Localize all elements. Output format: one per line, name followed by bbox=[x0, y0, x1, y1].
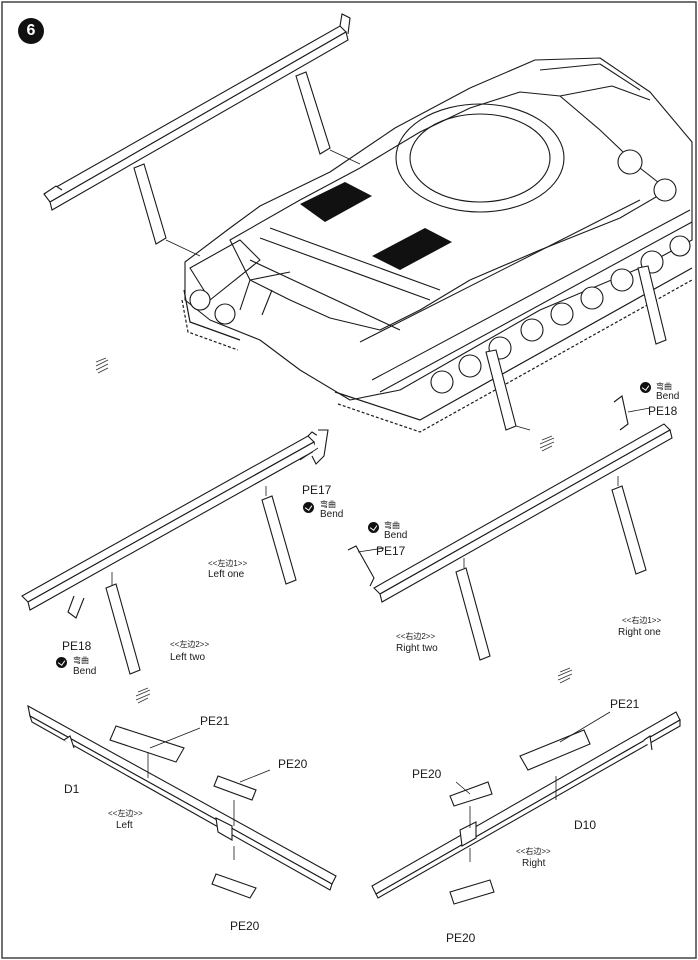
bend-label-en: Bend bbox=[73, 666, 97, 677]
tank-hull-illustration bbox=[184, 57, 693, 401]
label-left-one-en: Left one bbox=[208, 569, 245, 580]
bend-label-en: Bend bbox=[320, 509, 344, 520]
bend-label-cn: 弯曲 bbox=[656, 382, 672, 391]
label-left-en: Left bbox=[116, 820, 133, 831]
road-wheels bbox=[189, 149, 691, 394]
bend-icon bbox=[303, 502, 314, 513]
part-label-pe20: PE20 bbox=[412, 767, 442, 781]
rail-left-middle bbox=[21, 429, 329, 619]
part-label-pe17: PE17 bbox=[376, 544, 406, 558]
label-left-cn: <<左边>> bbox=[108, 809, 143, 818]
label-left-one-cn: <<左边1>> bbox=[208, 559, 248, 568]
part-label-pe18: PE18 bbox=[62, 639, 92, 653]
bend-icon bbox=[56, 657, 67, 668]
label-left-two-en: Left two bbox=[170, 652, 206, 663]
part-label-d10: D10 bbox=[574, 818, 597, 832]
rail-left-bottom bbox=[27, 704, 337, 891]
label-right-two-cn: <<右边2>> bbox=[396, 632, 436, 641]
fender-bracket-top-1 bbox=[133, 71, 667, 431]
step-number-badge: 6 bbox=[18, 18, 44, 44]
pe-plates-left bbox=[109, 725, 257, 899]
part-label-pe17: PE17 bbox=[302, 483, 332, 497]
label-right-one-en: Right one bbox=[618, 627, 661, 638]
view-markers bbox=[95, 357, 573, 704]
part-label-pe21: PE21 bbox=[610, 697, 640, 711]
bend-label-en: Bend bbox=[384, 530, 408, 541]
part-label-pe18: PE18 bbox=[648, 404, 678, 418]
fender-rail-top-left bbox=[43, 13, 351, 211]
guide-lines-top bbox=[165, 149, 531, 431]
label-left-two-cn: <<左边2>> bbox=[170, 640, 210, 649]
rail-right-middle bbox=[347, 395, 673, 603]
brackets-left-middle bbox=[105, 495, 297, 675]
leader-lines bbox=[111, 407, 651, 862]
label-right-cn: <<右边>> bbox=[516, 847, 551, 856]
rail-right-bottom bbox=[371, 711, 681, 899]
label-right-one-cn: <<右边1>> bbox=[622, 616, 662, 625]
part-label-pe20: PE20 bbox=[446, 931, 476, 945]
part-label-pe21: PE21 bbox=[200, 714, 230, 728]
brackets-right-middle bbox=[455, 485, 647, 661]
bend-label-cn: 弯曲 bbox=[73, 656, 89, 665]
bend-label-cn: 弯曲 bbox=[320, 500, 336, 509]
engine-hatches bbox=[300, 182, 452, 270]
label-right-en: Right bbox=[522, 858, 546, 869]
part-label-pe20: PE20 bbox=[230, 919, 260, 933]
tracks bbox=[181, 267, 693, 433]
bend-label-cn: 弯曲 bbox=[384, 521, 400, 530]
pe-plates-right bbox=[449, 729, 591, 905]
bend-icon bbox=[640, 382, 651, 393]
part-label-d1: D1 bbox=[64, 782, 80, 796]
part-label-pe20: PE20 bbox=[278, 757, 308, 771]
bend-label-en: Bend bbox=[656, 391, 680, 402]
label-right-two-en: Right two bbox=[396, 643, 438, 654]
bend-icon bbox=[368, 522, 379, 533]
